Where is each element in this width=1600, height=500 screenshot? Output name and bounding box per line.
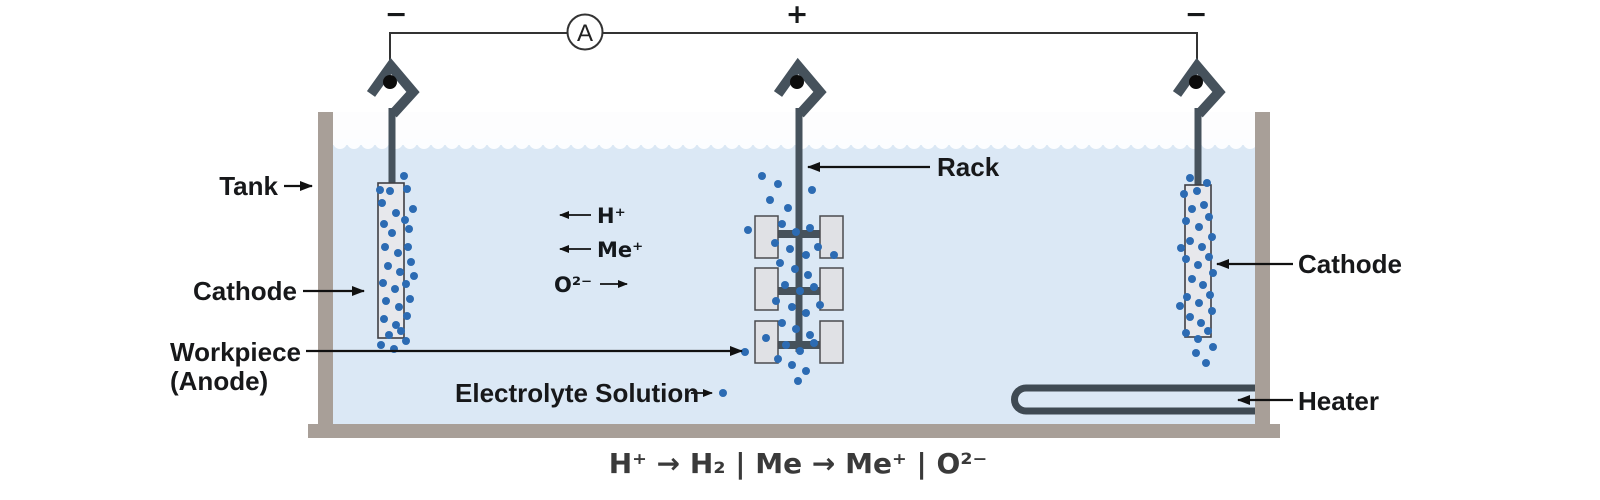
workpiece-label: Workpiece bbox=[170, 337, 301, 367]
tank-wall-left bbox=[318, 112, 333, 438]
polarity-positive-center: + bbox=[786, 0, 809, 30]
cathode-right-label: Cathode bbox=[1298, 249, 1402, 279]
hook-contact-dot bbox=[383, 75, 397, 89]
h-ion-label: H⁺ bbox=[597, 204, 626, 228]
rack-crossbar bbox=[771, 341, 827, 349]
hook-right bbox=[1172, 57, 1226, 190]
electrolyte-label: Electrolyte Solution bbox=[455, 378, 699, 408]
ammeter-circle bbox=[566, 13, 604, 51]
electrolyte-sample-dot bbox=[719, 389, 727, 397]
heater-label: Heater bbox=[1298, 386, 1379, 416]
workpiece-plate bbox=[754, 215, 779, 259]
polarity-negative-left: − bbox=[385, 0, 408, 30]
reaction-equation: H⁺ → H₂ | Me → Me⁺ | O²⁻ bbox=[609, 447, 988, 480]
tank-bottom bbox=[308, 424, 1280, 438]
workpiece-plate bbox=[754, 267, 779, 311]
hook-contact-dot bbox=[790, 75, 804, 89]
electrolyte-water bbox=[333, 145, 1255, 424]
electrode-cathode-left bbox=[377, 182, 405, 339]
hook-contact-dot bbox=[1189, 75, 1203, 89]
tank-wall-right bbox=[1255, 112, 1270, 438]
rack-label: Rack bbox=[937, 152, 1000, 182]
tank-label: Tank bbox=[219, 171, 278, 201]
hook-left bbox=[366, 57, 420, 188]
heater-coil bbox=[1011, 384, 1255, 415]
ion-bubbles-right bbox=[1176, 174, 1217, 367]
workpiece-plate bbox=[819, 267, 844, 311]
workpiece-anode-label: (Anode) bbox=[170, 366, 268, 396]
circuit-wire bbox=[389, 32, 1198, 60]
ammeter-label: A bbox=[577, 20, 593, 47]
o-ion-label: O²⁻ bbox=[554, 273, 592, 297]
cathode-left-label: Cathode bbox=[193, 276, 297, 306]
workpiece-plate bbox=[819, 320, 844, 364]
me-ion-label: Me⁺ bbox=[597, 238, 643, 262]
water-surface-waves bbox=[333, 139, 1255, 155]
ion-bubbles-center bbox=[741, 172, 838, 385]
workpiece-plate bbox=[819, 215, 844, 259]
workpiece-plate bbox=[754, 320, 779, 364]
polarity-negative-right: − bbox=[1185, 0, 1208, 30]
